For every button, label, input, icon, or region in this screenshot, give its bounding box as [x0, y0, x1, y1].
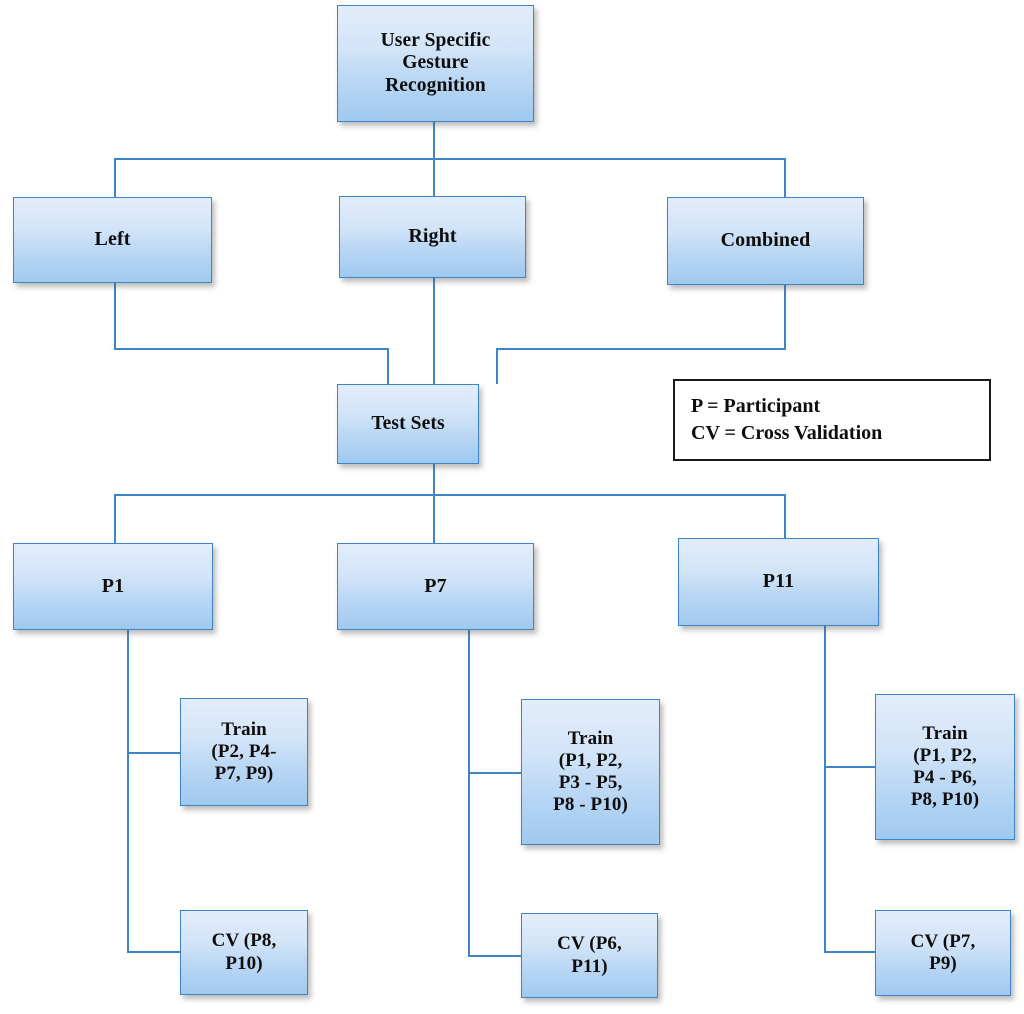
connector-to-p1: [114, 494, 116, 543]
connector-right-to-test: [433, 278, 435, 384]
node-p1[interactable]: P1: [13, 543, 213, 630]
node-left-label: Left: [94, 228, 131, 251]
node-p1-cv[interactable]: CV (P8, P10): [180, 910, 308, 995]
node-p1-label: P1: [101, 574, 125, 597]
connector-left-to-test: [114, 348, 389, 350]
node-p1-train-label: Train (P2, P4- P7, P9): [211, 718, 277, 785]
node-right[interactable]: Right: [339, 196, 526, 278]
connector-p1-spine: [127, 630, 129, 953]
legend-line-participant: P = Participant: [691, 395, 821, 418]
node-test-sets-label: Test Sets: [371, 412, 445, 434]
connector-p7-to-train: [468, 772, 522, 774]
node-p11-label: P11: [762, 570, 795, 593]
connector-hands-bus: [114, 158, 786, 160]
node-p1-cv-label: CV (P8, P10): [211, 930, 277, 974]
node-p7-cv[interactable]: CV (P6, P11): [521, 913, 658, 998]
node-p7[interactable]: P7: [337, 543, 534, 630]
node-p1-train[interactable]: Train (P2, P4- P7, P9): [180, 698, 308, 806]
connector-participants-bus: [114, 494, 786, 496]
connector-combined-into-test: [496, 348, 498, 384]
connector-to-left: [114, 158, 116, 198]
node-p7-train[interactable]: Train (P1, P2, P3 - P5, P8 - P10): [521, 699, 660, 845]
node-p11[interactable]: P11: [678, 538, 879, 626]
connector-test-down: [433, 464, 435, 496]
legend-box: P = Participant CV = Cross Validation: [673, 379, 991, 461]
node-root-label: User Specific Gesture Recognition: [380, 29, 491, 96]
connector-p7-to-cv: [468, 955, 522, 957]
connector-root-down: [433, 122, 435, 160]
connector-combined-down: [784, 285, 786, 349]
node-p7-cv-label: CV (P6, P11): [557, 933, 622, 977]
connector-p1-to-cv: [127, 951, 181, 953]
legend-line-cv: CV = Cross Validation: [691, 422, 883, 444]
node-combined[interactable]: Combined: [667, 197, 864, 285]
connector-combined-to-test: [496, 348, 786, 350]
node-p11-cv-label: CV (P7, P9): [910, 930, 976, 974]
connector-to-combined: [784, 158, 786, 198]
node-test-sets[interactable]: Test Sets: [337, 384, 479, 464]
connector-p11-to-cv: [824, 951, 876, 953]
connector-left-into-test: [387, 348, 389, 384]
node-right-label: Right: [408, 225, 457, 248]
connector-to-p11: [784, 494, 786, 538]
node-p11-cv[interactable]: CV (P7, P9): [875, 910, 1011, 996]
node-p11-train[interactable]: Train (P1, P2, P4 - P6, P8, P10): [875, 694, 1015, 840]
node-root[interactable]: User Specific Gesture Recognition: [337, 5, 534, 122]
connector-p1-to-train: [127, 752, 181, 754]
connector-p7-spine: [468, 630, 470, 957]
node-p7-train-label: Train (P1, P2, P3 - P5, P8 - P10): [553, 727, 628, 816]
connector-p11-spine: [824, 626, 826, 952]
connector-left-down: [114, 283, 116, 349]
node-left[interactable]: Left: [13, 197, 212, 283]
node-p11-train-label: Train (P1, P2, P4 - P6, P8, P10): [910, 722, 980, 811]
connector-p11-to-train: [824, 766, 876, 768]
node-combined-label: Combined: [720, 229, 811, 252]
node-p7-label: P7: [424, 574, 447, 597]
connector-to-p7: [433, 494, 435, 543]
connector-to-right: [433, 158, 435, 198]
